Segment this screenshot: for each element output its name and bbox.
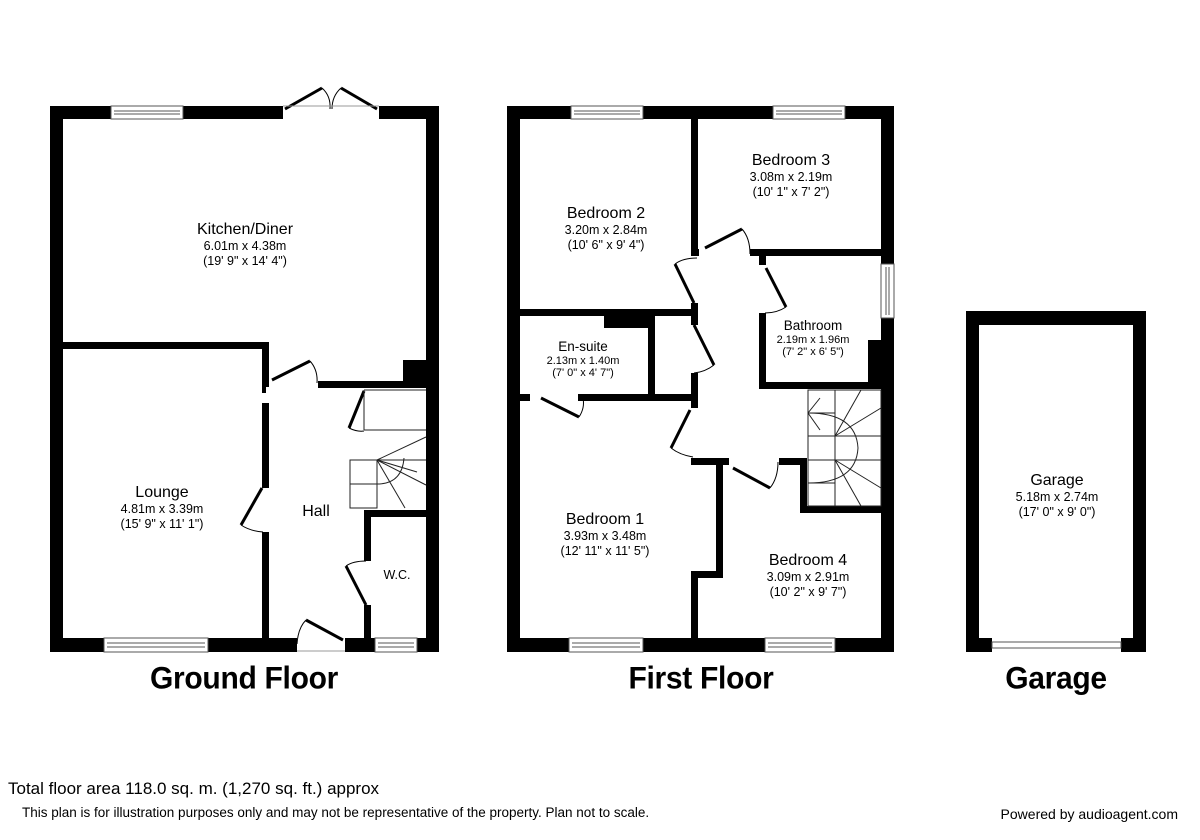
room-dimensions-imperial: (10' 6" x 9' 4")	[567, 237, 645, 252]
room-hall: Hall	[302, 503, 330, 521]
room-dimensions-metric: 3.08m x 2.19m	[749, 170, 833, 185]
room-dimensions-imperial: (10' 2" x 9' 7")	[769, 584, 847, 599]
room-kitchen-diner: Kitchen/Diner 6.01m x 4.38m (19' 9" x 14…	[197, 221, 293, 268]
room-dimensions-metric: 4.81m x 3.39m	[120, 502, 204, 517]
room-dimensions-imperial: (12' 11" x 11' 5")	[560, 543, 650, 558]
room-dimensions-metric: 3.09m x 2.91m	[766, 570, 850, 585]
room-name: Bathroom	[783, 318, 843, 333]
room-dimensions-metric: 5.18m x 2.74m	[1015, 490, 1099, 505]
room-name: Bedroom 4	[768, 552, 848, 569]
room-lounge: Lounge 4.81m x 3.39m (15' 9" x 11' 1")	[121, 484, 204, 531]
room-wc: W.C.	[383, 568, 410, 582]
room-dimensions-imperial: (19' 9" x 14' 4")	[203, 253, 287, 268]
room-bedroom-3: Bedroom 3 3.08m x 2.19m (10' 1" x 7' 2")	[750, 152, 833, 199]
room-garage: Garage 5.18m x 2.74m (17' 0" x 9' 0")	[1016, 472, 1099, 519]
room-name: Hall	[302, 503, 330, 520]
room-bathroom: Bathroom 2.19m x 1.96m (7' 2" x 6' 5")	[777, 318, 850, 359]
room-dimensions-imperial: (7' 0" x 4' 7")	[552, 367, 614, 380]
room-name: W.C.	[383, 568, 411, 582]
room-name: Bedroom 1	[565, 511, 645, 528]
room-dimensions-imperial: (15' 9" x 11' 1")	[120, 516, 204, 531]
room-en-suite: En-suite 2.13m x 1.40m (7' 0" x 4' 7")	[547, 339, 620, 380]
powered-by-text: Powered by audioagent.com	[1000, 806, 1178, 822]
room-name: Bedroom 3	[751, 152, 831, 169]
room-dimensions-metric: 2.13m x 1.40m	[546, 354, 620, 367]
room-dimensions-metric: 3.20m x 2.84m	[564, 223, 648, 238]
staircases	[349, 389, 882, 509]
room-name: Lounge	[135, 484, 189, 501]
room-dimensions-imperial: (17' 0" x 9' 0")	[1018, 504, 1096, 519]
room-name: Bedroom 2	[566, 205, 646, 222]
total-floor-area: Total floor area 118.0 sq. m. (1,270 sq.…	[8, 779, 380, 798]
ground-floor-walls	[50, 106, 439, 652]
room-name: Kitchen/Diner	[196, 221, 294, 238]
room-dimensions-metric: 6.01m x 4.38m	[203, 239, 287, 254]
doors	[239, 86, 788, 652]
room-dimensions-metric: 2.19m x 1.96m	[776, 333, 850, 346]
garage-walls	[966, 311, 1146, 652]
floor-title-garage: Garage	[1005, 661, 1107, 696]
room-bedroom-1: Bedroom 1 3.93m x 3.48m (12' 11" x 11' 5…	[561, 511, 650, 558]
room-dimensions-metric: 3.93m x 3.48m	[563, 529, 647, 544]
disclaimer-text: This plan is for illustration purposes o…	[22, 805, 650, 820]
room-bedroom-4: Bedroom 4 3.09m x 2.91m (10' 2" x 9' 7")	[767, 552, 850, 599]
room-dimensions-imperial: (10' 1" x 7' 2")	[752, 184, 830, 199]
windows	[103, 105, 1122, 653]
floor-title-ground: Ground Floor	[149, 661, 339, 696]
room-name: En-suite	[558, 339, 608, 354]
room-name: Garage	[1030, 472, 1084, 489]
room-bedroom-2: Bedroom 2 3.20m x 2.84m (10' 6" x 9' 4")	[565, 205, 648, 252]
floor-title-first: First Floor	[628, 661, 774, 696]
room-dimensions-imperial: (7' 2" x 6' 5")	[782, 346, 844, 359]
